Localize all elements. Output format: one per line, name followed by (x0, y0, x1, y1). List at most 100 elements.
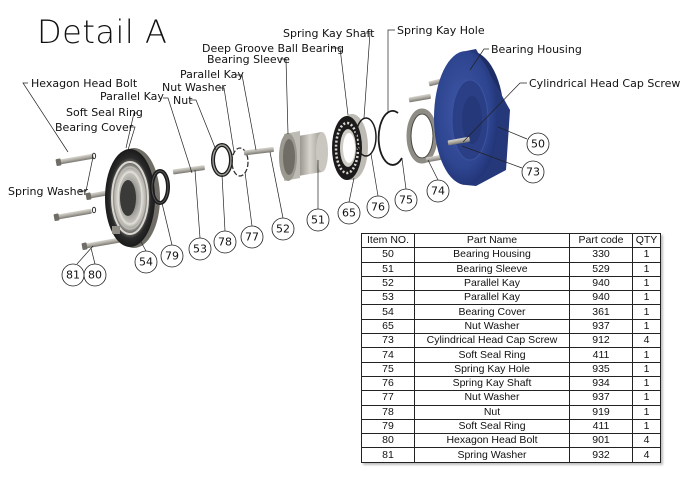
balloon-label: 53 (193, 243, 207, 256)
cell-part-code: 361 (569, 304, 633, 320)
balloon-52: 52 (271, 217, 295, 241)
label-nut-washer: Nut Washer (162, 81, 226, 94)
balloon-label: 81 (66, 269, 80, 282)
cell-qty: 1 (632, 347, 661, 363)
cell-qty: 1 (632, 290, 661, 306)
bolt (55, 153, 94, 166)
cell-qty: 1 (632, 247, 661, 263)
cell-item-no: 81 (361, 447, 415, 463)
cell-qty: 4 (632, 333, 661, 349)
balloon-label: 77 (245, 231, 259, 244)
cell-qty: 1 (632, 304, 661, 320)
cell-part-name: Parallel Kay (414, 290, 570, 306)
cell-part-name: Nut Washer (414, 318, 570, 335)
cell-item-no: 76 (361, 375, 415, 392)
balloon-51: 51 (306, 208, 330, 232)
label-soft-seal-ring: Soft Seal Ring (66, 106, 143, 119)
label-bearing-sleeve: Bearing Sleeve (207, 53, 290, 66)
balloon-label: 76 (371, 201, 385, 214)
cell-item-no: 73 (361, 333, 415, 349)
cell-item-no: 80 (361, 433, 415, 449)
bolt (53, 208, 92, 221)
cell-part-code: 411 (569, 347, 633, 363)
label-parallel-kay: Parallel Kay (100, 90, 164, 103)
balloon-label: 52 (276, 223, 290, 236)
balloon-label: 80 (88, 269, 102, 282)
label-spring-kay-hole: Spring Kay Hole (397, 24, 485, 37)
cell-part-code: 330 (569, 247, 633, 263)
cell-item-no: 74 (361, 347, 415, 363)
header-qty: QTY (632, 232, 661, 249)
cell-part-name: Nut Washer (414, 390, 570, 406)
balloon-76: 76 (366, 195, 390, 219)
parallel-kay-part (172, 165, 205, 175)
header-part-name: Part Name (414, 232, 570, 249)
spring-kay-shaft-part (355, 117, 377, 157)
cell-item-no: 75 (361, 361, 415, 377)
balloon-53: 53 (188, 237, 212, 261)
bearing-sleeve-part (279, 131, 328, 181)
bearing-housing-part (434, 49, 510, 186)
header-item-no: Item NO. (361, 232, 415, 249)
balloon-label: 74 (431, 185, 445, 198)
label-bearing-cover: Bearing Cover (55, 121, 134, 134)
balloon-80: 80 (83, 263, 107, 287)
cell-part-name: Hexagon Head Bolt (414, 433, 570, 449)
balloon-79: 79 (160, 244, 184, 268)
cell-qty: 1 (632, 404, 661, 420)
soft-seal-ring-part (150, 169, 170, 205)
cell-item-no: 79 (361, 418, 415, 435)
bearing-cover-part (105, 148, 160, 248)
cell-part-code: 932 (569, 447, 633, 463)
balloon-label: 75 (399, 194, 413, 207)
cell-qty: 1 (632, 318, 661, 335)
cell-item-no: 78 (361, 404, 415, 420)
cell-part-name: Spring Kay Hole (414, 361, 570, 377)
cell-item-no: 65 (361, 318, 415, 335)
cell-part-name: Spring Kay Shaft (414, 375, 570, 392)
cell-qty: 1 (632, 275, 661, 292)
balloon-label: 65 (342, 207, 356, 220)
cell-qty: 1 (632, 361, 661, 377)
cell-qty: 4 (632, 447, 661, 463)
label-nut: Nut (173, 94, 193, 107)
cell-part-code: 937 (569, 318, 633, 335)
cell-part-name: Nut (414, 404, 570, 420)
deep-groove-ball-bearing-part (332, 114, 368, 180)
cell-item-no: 51 (361, 261, 415, 277)
cell-part-name: Cylindrical Head Cap Screw (414, 333, 570, 349)
nut-washer-part (231, 147, 249, 177)
balloon-label: 79 (165, 250, 179, 263)
balloon-label: 73 (526, 166, 540, 179)
cell-qty: 1 (632, 375, 661, 392)
parallel-kay-part (243, 146, 274, 156)
part-labels: Hexagon Head Bolt Parallel Kay Nut Nut W… (8, 24, 680, 198)
cell-qty: 1 (632, 261, 661, 277)
balloon-77: 77 (240, 225, 264, 249)
cell-item-no: 53 (361, 290, 415, 306)
soft-seal-ring-part (406, 108, 438, 164)
cell-part-name: Bearing Cover (414, 304, 570, 320)
balloon-75: 75 (394, 188, 418, 212)
cell-qty: 1 (632, 418, 661, 435)
balloon-label: 78 (218, 236, 232, 249)
balloon-label: 50 (531, 138, 545, 151)
balloon-78: 78 (213, 230, 237, 254)
balloon-54: 54 (134, 250, 158, 274)
cell-item-no: 50 (361, 247, 415, 263)
label-spring-washer: Spring Washer (8, 185, 88, 198)
cell-part-code: 919 (569, 404, 633, 420)
cell-item-no: 77 (361, 390, 415, 406)
balloon-label: 54 (139, 256, 153, 269)
